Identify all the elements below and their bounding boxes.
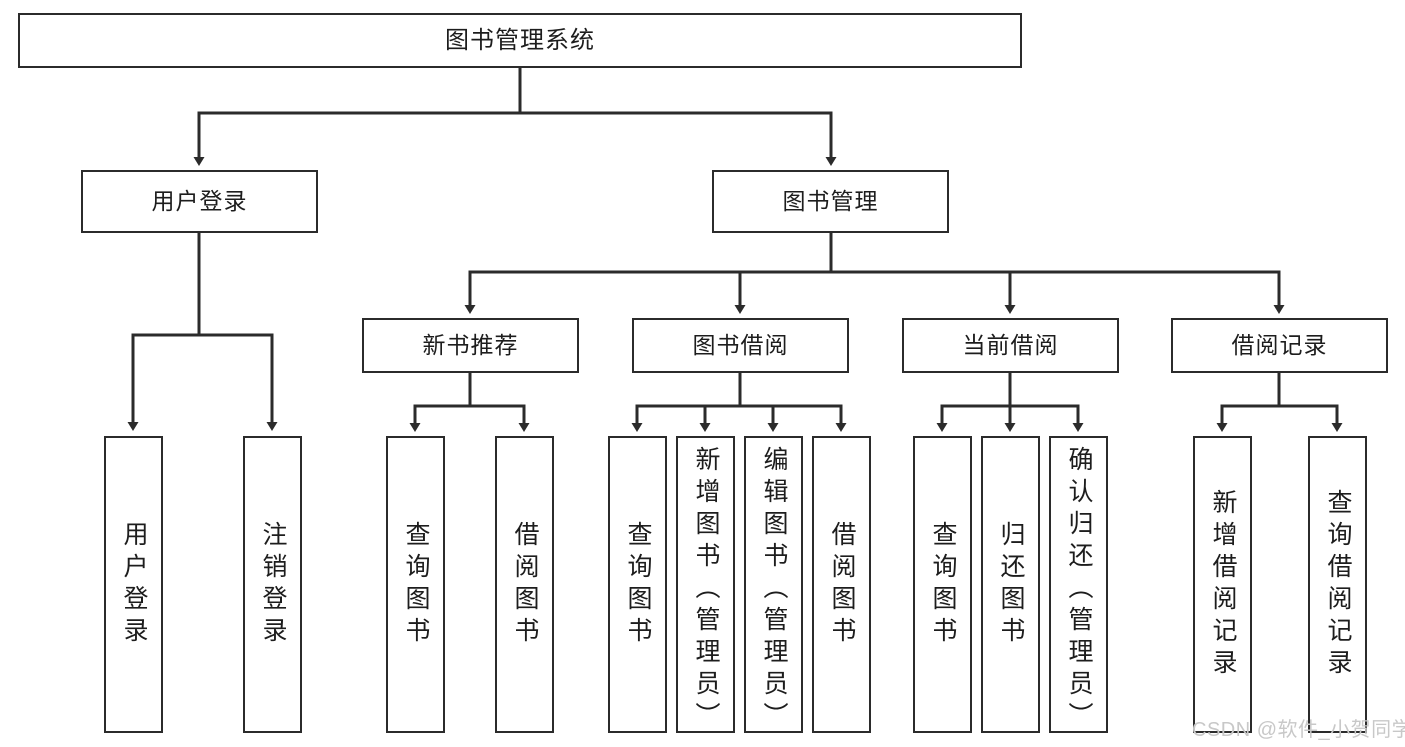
node-label: 查询图书 (624, 520, 652, 649)
leaf-confirm-return-admin[interactable]: 确认归还（管理员） (1049, 436, 1108, 734)
node-label: 借阅记录 (1231, 332, 1328, 359)
leaf-return-book[interactable]: 归还图书 (981, 436, 1040, 733)
leaf-add-borrow-record[interactable]: 新增借阅记录 (1193, 436, 1252, 733)
node-book-management[interactable]: 图书管理 (712, 170, 949, 233)
node-label: 图书管理 (782, 188, 879, 215)
node-label: 编辑图书（管理员） (760, 446, 788, 734)
node-root-system[interactable]: 图书管理系统 (18, 13, 1022, 68)
node-label: 新增借阅记录 (1209, 488, 1237, 681)
leaf-borrow-book[interactable]: 借阅图书 (812, 436, 871, 733)
leaf-user-login[interactable]: 用户登录 (104, 436, 163, 733)
node-borrow-record[interactable]: 借阅记录 (1171, 318, 1388, 373)
leaf-add-book-admin[interactable]: 新增图书（管理员） (676, 436, 735, 734)
leaf-edit-book-admin[interactable]: 编辑图书（管理员） (744, 436, 803, 734)
leaf-query-book-recommend[interactable]: 查询图书 (386, 436, 445, 733)
node-label: 查询图书 (402, 520, 430, 649)
csdn-watermark: CSDN @软件_小贺同学 (1192, 719, 1405, 741)
leaf-query-book-borrow[interactable]: 查询图书 (608, 436, 667, 733)
leaf-query-borrow-record[interactable]: 查询借阅记录 (1308, 436, 1367, 733)
leaf-user-logout[interactable]: 注销登录 (243, 436, 302, 733)
node-label: 图书借阅 (692, 332, 789, 359)
node-label: 用户登录 (120, 520, 148, 649)
node-current-borrow[interactable]: 当前借阅 (902, 318, 1119, 373)
node-label: 新书推荐 (422, 332, 519, 359)
node-label: 注销登录 (259, 520, 287, 649)
node-user-login[interactable]: 用户登录 (81, 170, 318, 233)
node-label: 图书管理系统 (445, 26, 595, 54)
node-label: 归还图书 (997, 520, 1025, 649)
node-label: 用户登录 (151, 188, 248, 215)
node-new-book-recommend[interactable]: 新书推荐 (362, 318, 579, 373)
node-label: 查询借阅记录 (1324, 488, 1352, 681)
node-book-borrow[interactable]: 图书借阅 (632, 318, 849, 373)
node-label: 借阅图书 (828, 520, 856, 649)
node-label: 借阅图书 (511, 520, 539, 649)
node-label: 确认归还（管理员） (1065, 446, 1093, 734)
node-label: 查询图书 (929, 520, 957, 649)
leaf-borrow-book-recommend[interactable]: 借阅图书 (495, 436, 554, 733)
node-label: 新增图书（管理员） (692, 446, 720, 734)
leaf-query-book-current[interactable]: 查询图书 (913, 436, 972, 733)
node-label: 当前借阅 (962, 332, 1059, 359)
